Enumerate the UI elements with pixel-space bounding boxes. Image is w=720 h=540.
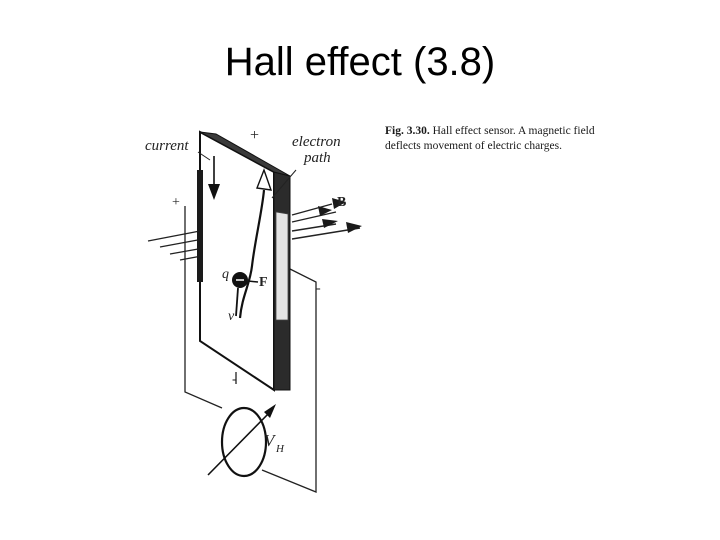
hall-plate-face — [199, 130, 275, 392]
current-pointer — [197, 151, 211, 161]
force-arrow — [247, 280, 259, 283]
electron-path-arrowhead — [256, 167, 273, 191]
current-label: current — [145, 138, 189, 154]
figure-caption: Fig. 3.30. Hall effect sensor. A magneti… — [385, 124, 625, 154]
velocity-label: v — [228, 309, 235, 324]
minus-right-label: - — [316, 281, 321, 296]
figure-number: Fig. 3.30. — [385, 125, 430, 137]
charge-label: q — [222, 267, 229, 282]
plus-left-label: + — [172, 195, 180, 210]
hall-plate-top-edge — [199, 131, 291, 177]
voltmeter — [207, 404, 276, 478]
circuit-wires — [184, 206, 317, 493]
b-field-label: B — [337, 195, 346, 210]
hall-plate-edge-highlight — [275, 211, 289, 321]
left-contact-bar — [197, 170, 203, 282]
electron-path-label: path — [303, 150, 331, 166]
force-label: F — [259, 275, 268, 290]
plus-top-label: + — [250, 127, 259, 144]
minus-bottom-label: - — [232, 372, 237, 387]
velocity-line — [235, 287, 239, 317]
b-field-arrowheads — [318, 198, 362, 233]
hall-voltage-label: V — [264, 431, 277, 450]
electron-path — [238, 189, 266, 319]
current-arrowhead — [208, 184, 220, 200]
slide-title: Hall effect (3.8) — [224, 40, 496, 84]
electron-pointer — [271, 169, 297, 199]
electron-label: electron — [292, 134, 341, 150]
hall-voltage-subscript: H — [275, 443, 285, 455]
figure-caption-text: Hall effect sensor. A magnetic field def… — [385, 125, 595, 152]
